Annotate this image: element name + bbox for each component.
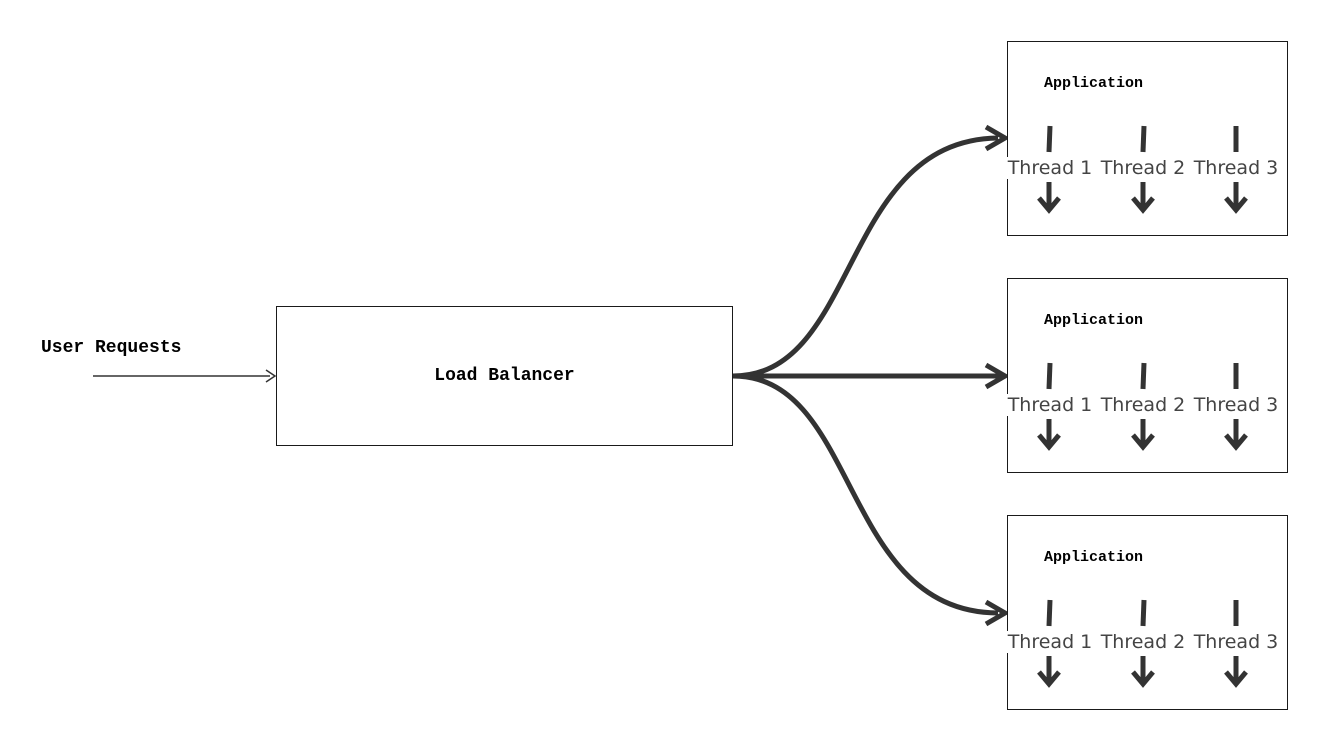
thread-arrow-icon — [1131, 125, 1155, 214]
load-balancer-label: Load Balancer — [434, 366, 575, 386]
thread-3: Thread 3 — [1189, 598, 1283, 692]
thread-arrow-icon — [1037, 599, 1061, 688]
thread-1: Thread 1 — [1003, 361, 1097, 455]
thread-3: Thread 3 — [1189, 361, 1283, 455]
connector-lb-to-app-1 — [732, 135, 999, 379]
thread-label: Thread 3 — [1192, 394, 1280, 416]
connector-lb-to-app-1-arrowhead — [984, 124, 1010, 152]
thread-arrow-icon — [1224, 126, 1248, 214]
thread-arrow-icon — [1131, 599, 1155, 688]
thread-label: Thread 1 — [1006, 394, 1094, 416]
application-title: Application — [1044, 549, 1144, 566]
thread-2: Thread 2 — [1096, 598, 1190, 692]
application-title: Application — [1044, 312, 1144, 329]
thread-2: Thread 2 — [1096, 124, 1190, 218]
user-requests-arrowhead — [265, 369, 277, 383]
thread-label: Thread 2 — [1099, 394, 1187, 416]
thread-label: Thread 3 — [1192, 157, 1280, 179]
thread-arrow-icon — [1037, 125, 1061, 214]
connector-lb-to-app-3 — [732, 373, 999, 616]
application-node-2: Application Thread 1 Thread 2 Thre — [1006, 278, 1288, 473]
connector-lb-to-app-3-arrowhead — [984, 599, 1010, 627]
user-requests-label: User Requests — [41, 338, 182, 358]
thread-arrow-icon — [1037, 362, 1061, 451]
application-title: Application — [1044, 75, 1144, 92]
thread-1: Thread 1 — [1003, 124, 1097, 218]
application-node-3: Application Thread 1 Thread 2 Thre — [1006, 515, 1288, 710]
thread-2: Thread 2 — [1096, 361, 1190, 455]
thread-label: Thread 2 — [1099, 157, 1187, 179]
application-node-1: Application Thread 1 Thread 2 Thre — [1006, 41, 1288, 236]
thread-arrow-icon — [1131, 362, 1155, 451]
thread-arrow-icon — [1224, 600, 1248, 688]
thread-arrow-icon — [1224, 363, 1248, 451]
thread-3: Thread 3 — [1189, 124, 1283, 218]
thread-label: Thread 1 — [1006, 157, 1094, 179]
load-balancer-node: Load Balancer — [276, 306, 733, 446]
thread-label: Thread 2 — [1099, 631, 1187, 653]
thread-label: Thread 3 — [1192, 631, 1280, 653]
thread-1: Thread 1 — [1003, 598, 1097, 692]
connector-lb-to-app-2-arrowhead — [984, 362, 1010, 390]
thread-label: Thread 1 — [1006, 631, 1094, 653]
